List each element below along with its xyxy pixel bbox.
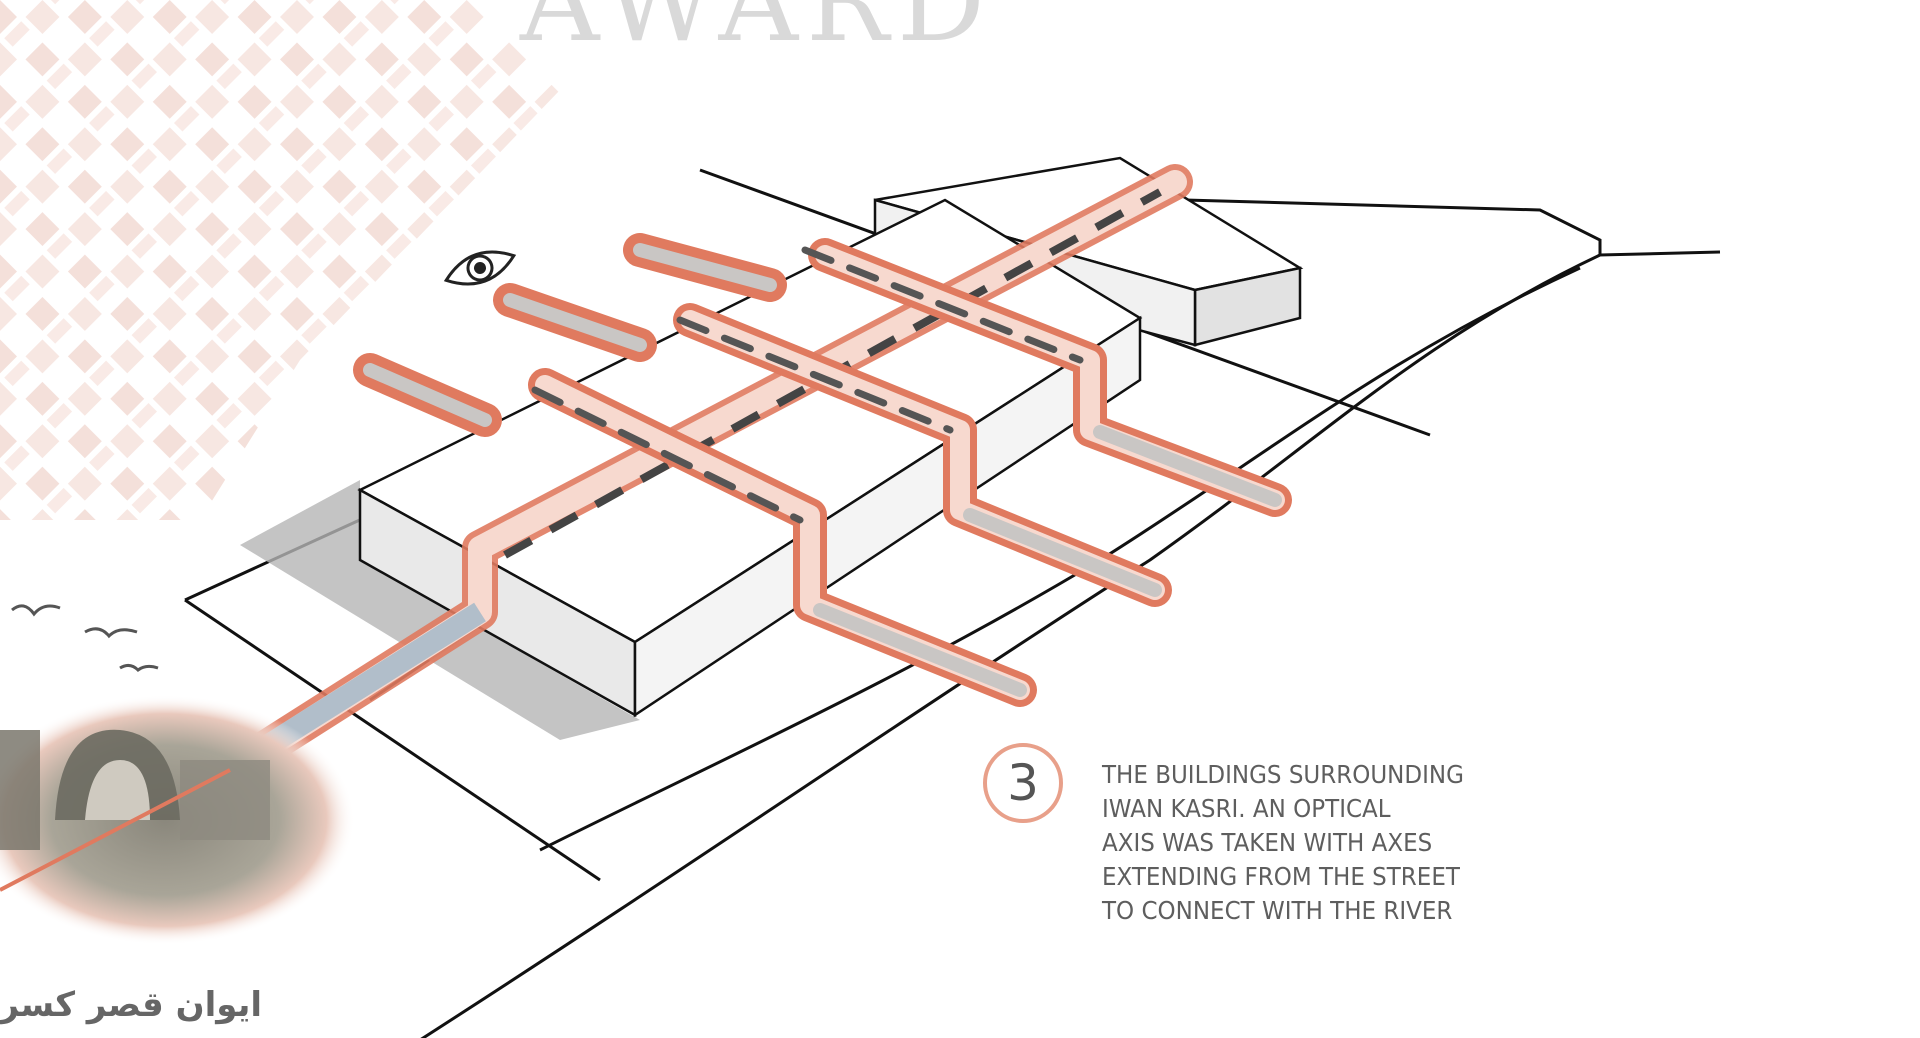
- caption-line: AXIS WAS TAKEN WITH AXES: [1102, 828, 1433, 857]
- cross-axis-2: [493, 283, 1172, 607]
- iwan-photo: [0, 695, 355, 945]
- eye-icon: [443, 250, 517, 286]
- caption: THE BUILDINGS SURROUNDING IWAN KASRI. AN…: [1102, 758, 1525, 928]
- kufic-pattern: [0, 0, 560, 520]
- caption-line: IWAN KASRI. AN OPTICAL: [1102, 794, 1391, 823]
- building-shadow: [240, 480, 640, 740]
- cross-axis-3: [623, 233, 1292, 517]
- caption-line: TO CONNECT WITH THE RIVER: [1102, 896, 1453, 925]
- photo-label: ايوان قصر كسرى: [0, 985, 262, 1025]
- caption-line: THE BUILDINGS SURROUNDING: [1102, 760, 1464, 789]
- step-number-badge: 3: [983, 743, 1063, 823]
- bird-icon: [11, 604, 159, 672]
- caption-line: EXTENDING FROM THE STREET: [1102, 862, 1460, 891]
- cross-axis-1: [353, 353, 1037, 707]
- award-watermark: AWARD: [520, 0, 994, 66]
- cross-axes: [353, 233, 1292, 707]
